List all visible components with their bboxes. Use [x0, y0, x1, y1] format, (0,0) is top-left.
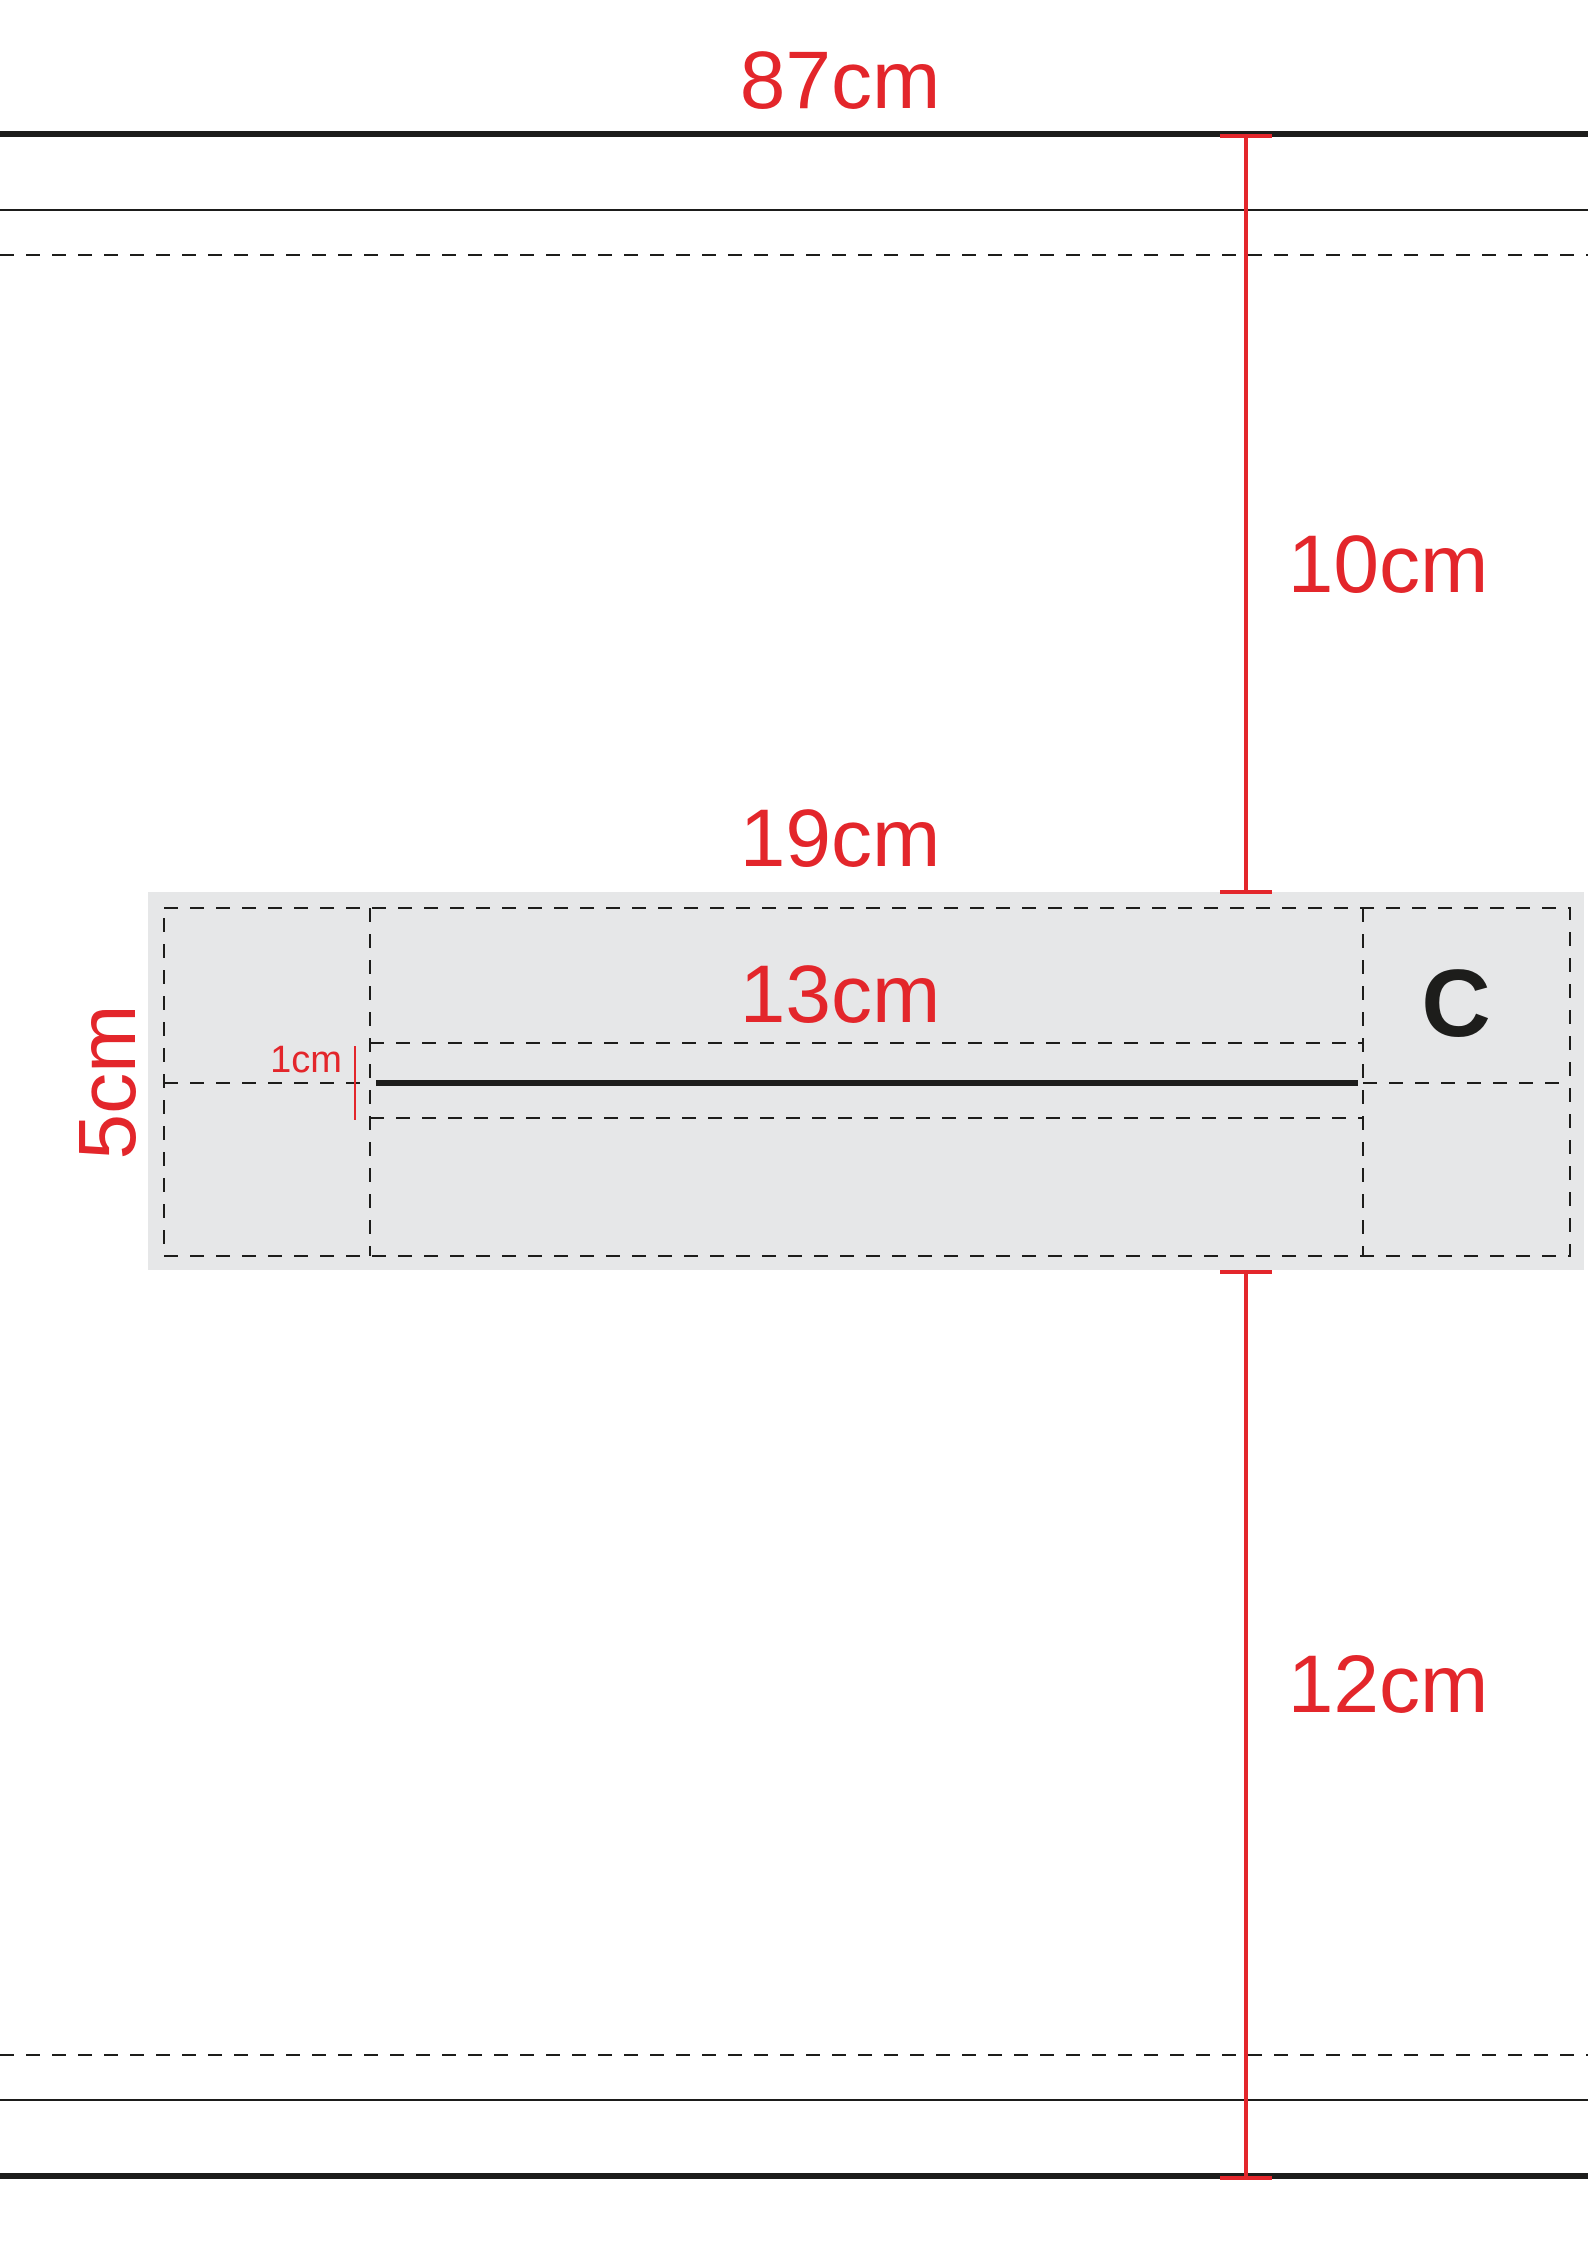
panel-height-label: 5cm: [62, 1005, 153, 1160]
bottom-gap-label: 12cm: [1288, 1639, 1489, 1730]
top-gap-label: 10cm: [1288, 519, 1489, 610]
overall-width-label: 87cm: [740, 35, 941, 126]
part-label: C: [1421, 950, 1490, 1057]
panel-width-label: 19cm: [740, 793, 941, 884]
slot-offset-label: 1cm: [270, 1039, 342, 1081]
slot-length-label: 13cm: [740, 949, 941, 1040]
